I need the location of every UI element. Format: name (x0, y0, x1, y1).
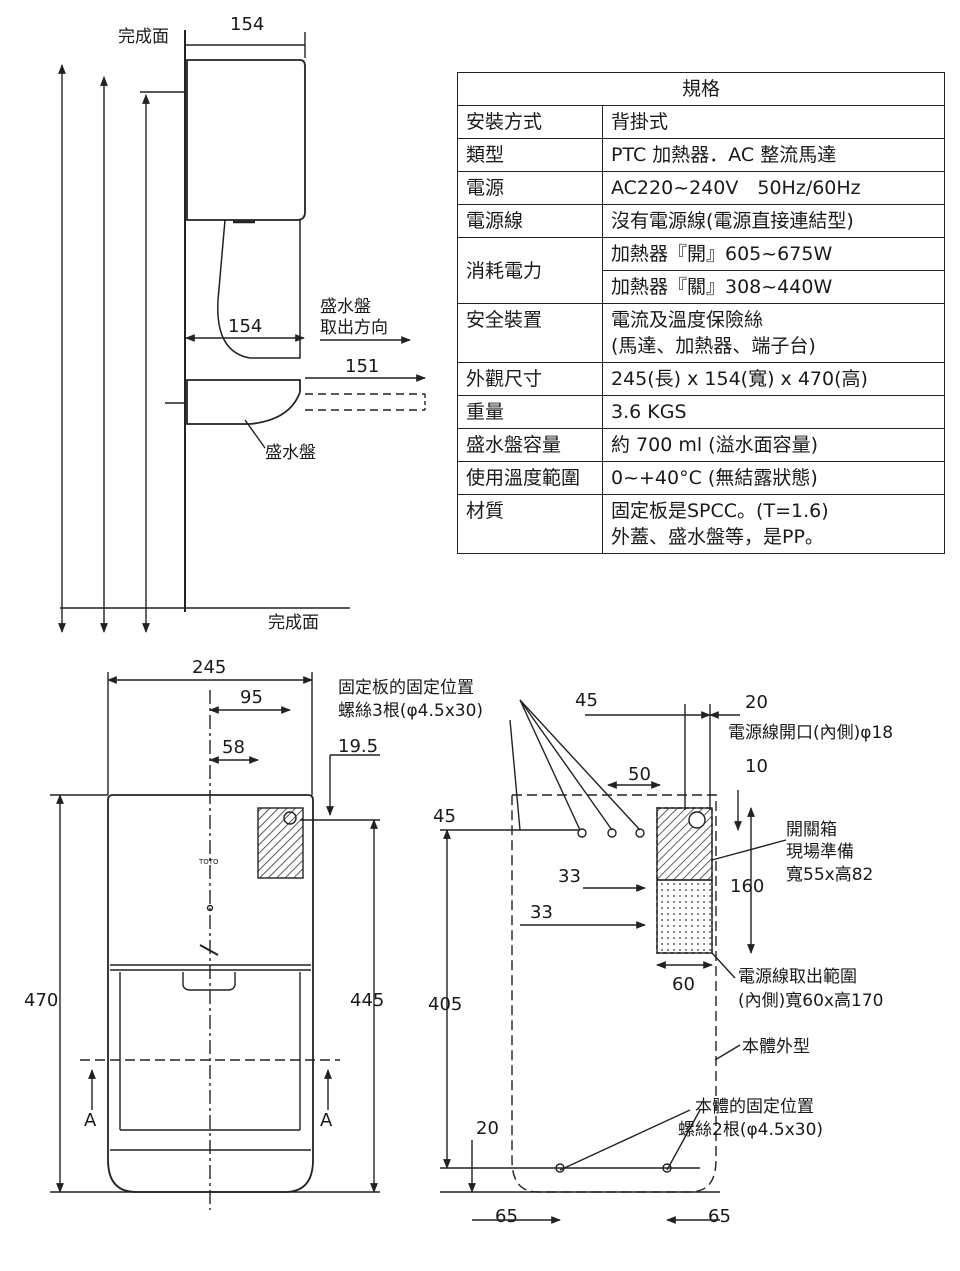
spec-row: 重量 3.6 KGS (457, 395, 945, 429)
spec-value-line: (馬達、加熱器、端子台) (611, 335, 816, 357)
back-dim-65-left: 65 (495, 1206, 518, 1227)
front-height: 470 (24, 990, 58, 1011)
spec-value-line: 固定板是SPCC。(T=1.6) (611, 500, 829, 522)
back-dim-20-bottom: 20 (476, 1118, 499, 1139)
spec-row: 消耗電力 加熱器『開』605~675W (457, 237, 945, 304)
back-view (440, 699, 787, 1224)
back-dim-45-top: 45 (575, 690, 598, 711)
back-dim-10: 10 (745, 756, 768, 777)
spec-key: 安全裝置 (457, 303, 603, 363)
spec-key: 消耗電力 (457, 237, 603, 304)
spec-value: AC220~240V 50Hz/60Hz (602, 171, 945, 205)
cable-range-label: 電源線取出範圍 (738, 967, 857, 987)
spec-value: 245(長) x 154(寬) x 470(高) (602, 362, 945, 396)
tray-label: 盛水盤 (265, 443, 316, 463)
spec-row: 盛水盤容量 約 700 ml (溢水面容量) (457, 428, 945, 462)
back-dim-60: 60 (672, 974, 695, 995)
spec-row: 安裝方式 背掛式 (457, 105, 945, 139)
spec-value-line: 電流及溫度保險絲 (611, 309, 764, 331)
spec-value: 背掛式 (602, 105, 945, 139)
bracket-screws-label: 螺絲3根(φ4.5x30) (338, 701, 483, 721)
spec-key: 電源 (457, 171, 603, 205)
spec-row: 電源 AC220~240V 50Hz/60Hz (457, 171, 945, 205)
front-dim-58: 58 (222, 737, 245, 758)
front-height-445: 445 (350, 990, 384, 1011)
spec-key: 安裝方式 (457, 105, 603, 139)
body-fix-screws: 螺絲2根(φ4.5x30) (678, 1120, 823, 1140)
spec-value-multi: 固定板是SPCC。(T=1.6) 外蓋、盛水盤等，是PP。 (602, 494, 945, 554)
body-fix-label: 本體的固定位置 (695, 1097, 814, 1117)
spec-key: 使用溫度範圍 (457, 461, 603, 495)
front-view (50, 672, 380, 1210)
spec-key: 電源線 (457, 204, 603, 238)
front-dim-19-5: 19.5 (338, 736, 378, 757)
spec-key: 類型 (457, 138, 603, 172)
spec-title: 規格 (457, 72, 945, 106)
front-width: 245 (192, 657, 226, 678)
spec-value: 加熱器『關』308~440W (602, 270, 945, 304)
switch-box-note: 現場準備 (786, 842, 854, 862)
spec-key: 外觀尺寸 (457, 362, 603, 396)
side-depth-top: 154 (230, 14, 264, 35)
toto-logo: TOTO (198, 858, 219, 866)
spec-value: PTC 加熱器．AC 整流馬達 (602, 138, 945, 172)
back-dim-20-top: 20 (745, 692, 768, 713)
spec-row: 類型 PTC 加熱器．AC 整流馬達 (457, 138, 945, 172)
back-dim-405: 405 (428, 994, 462, 1015)
spec-key: 重量 (457, 395, 603, 429)
tray-depth: 151 (345, 356, 379, 377)
spec-row: 安全裝置 電流及溫度保險絲 (馬達、加熱器、端子台) (457, 303, 945, 363)
spec-value: 0~+40°C (無結露狀態) (602, 461, 945, 495)
cable-range-size: (內側)寬60x高170 (738, 991, 883, 1011)
spec-value-line: 外蓋、盛水盤等，是PP。 (611, 526, 824, 548)
switch-box-size: 寬55x高82 (786, 865, 873, 885)
spec-key: 材質 (457, 494, 603, 554)
back-dim-160: 160 (730, 876, 764, 897)
cable-opening-label: 電源線開口(內側)φ18 (728, 723, 893, 743)
spec-value: 加熱器『開』605~675W (602, 237, 945, 271)
back-dim-45-left: 45 (433, 806, 456, 827)
back-dim-33-a: 33 (558, 866, 581, 887)
spec-row: 電源線 沒有電源線(電源直接連結型) (457, 204, 945, 238)
spec-value: 3.6 KGS (602, 395, 945, 429)
back-dim-50: 50 (628, 764, 651, 785)
spec-row: 使用溫度範圍 0~+40°C (無結露狀態) (457, 461, 945, 495)
top-surface-label: 完成面 (118, 27, 169, 47)
switch-box-label: 開關箱 (786, 820, 837, 840)
side-depth-mid: 154 (228, 316, 262, 337)
section-mark-left: A (84, 1110, 97, 1131)
spec-value: 沒有電源線(電源直接連結型) (602, 204, 945, 238)
bottom-surface-label: 完成面 (268, 613, 319, 633)
spec-value-multi: 電流及溫度保險絲 (馬達、加熱器、端子台) (602, 303, 945, 363)
spec-key: 盛水盤容量 (457, 428, 603, 462)
spec-value: 約 700 ml (溢水面容量) (602, 428, 945, 462)
spec-row: 外觀尺寸 245(長) x 154(寬) x 470(高) (457, 362, 945, 396)
spec-table: 規格 安裝方式 背掛式 類型 PTC 加熱器．AC 整流馬達 電源 AC220~… (457, 72, 945, 554)
front-dim-95: 95 (240, 687, 263, 708)
tray-direction-label: 盛水盤 (320, 297, 371, 317)
back-dim-65-right: 65 (708, 1206, 731, 1227)
side-view (58, 30, 426, 633)
bracket-position-label: 固定板的固定位置 (338, 678, 474, 698)
back-dim-33-b: 33 (530, 902, 553, 923)
tray-direction-label-2: 取出方向 (320, 318, 388, 338)
body-outline-label: 本體外型 (742, 1037, 810, 1057)
spec-row: 加熱器『關』308~440W (458, 270, 945, 304)
spec-row: 材質 固定板是SPCC。(T=1.6) 外蓋、盛水盤等，是PP。 (457, 494, 945, 554)
section-mark-right: A (320, 1110, 333, 1131)
